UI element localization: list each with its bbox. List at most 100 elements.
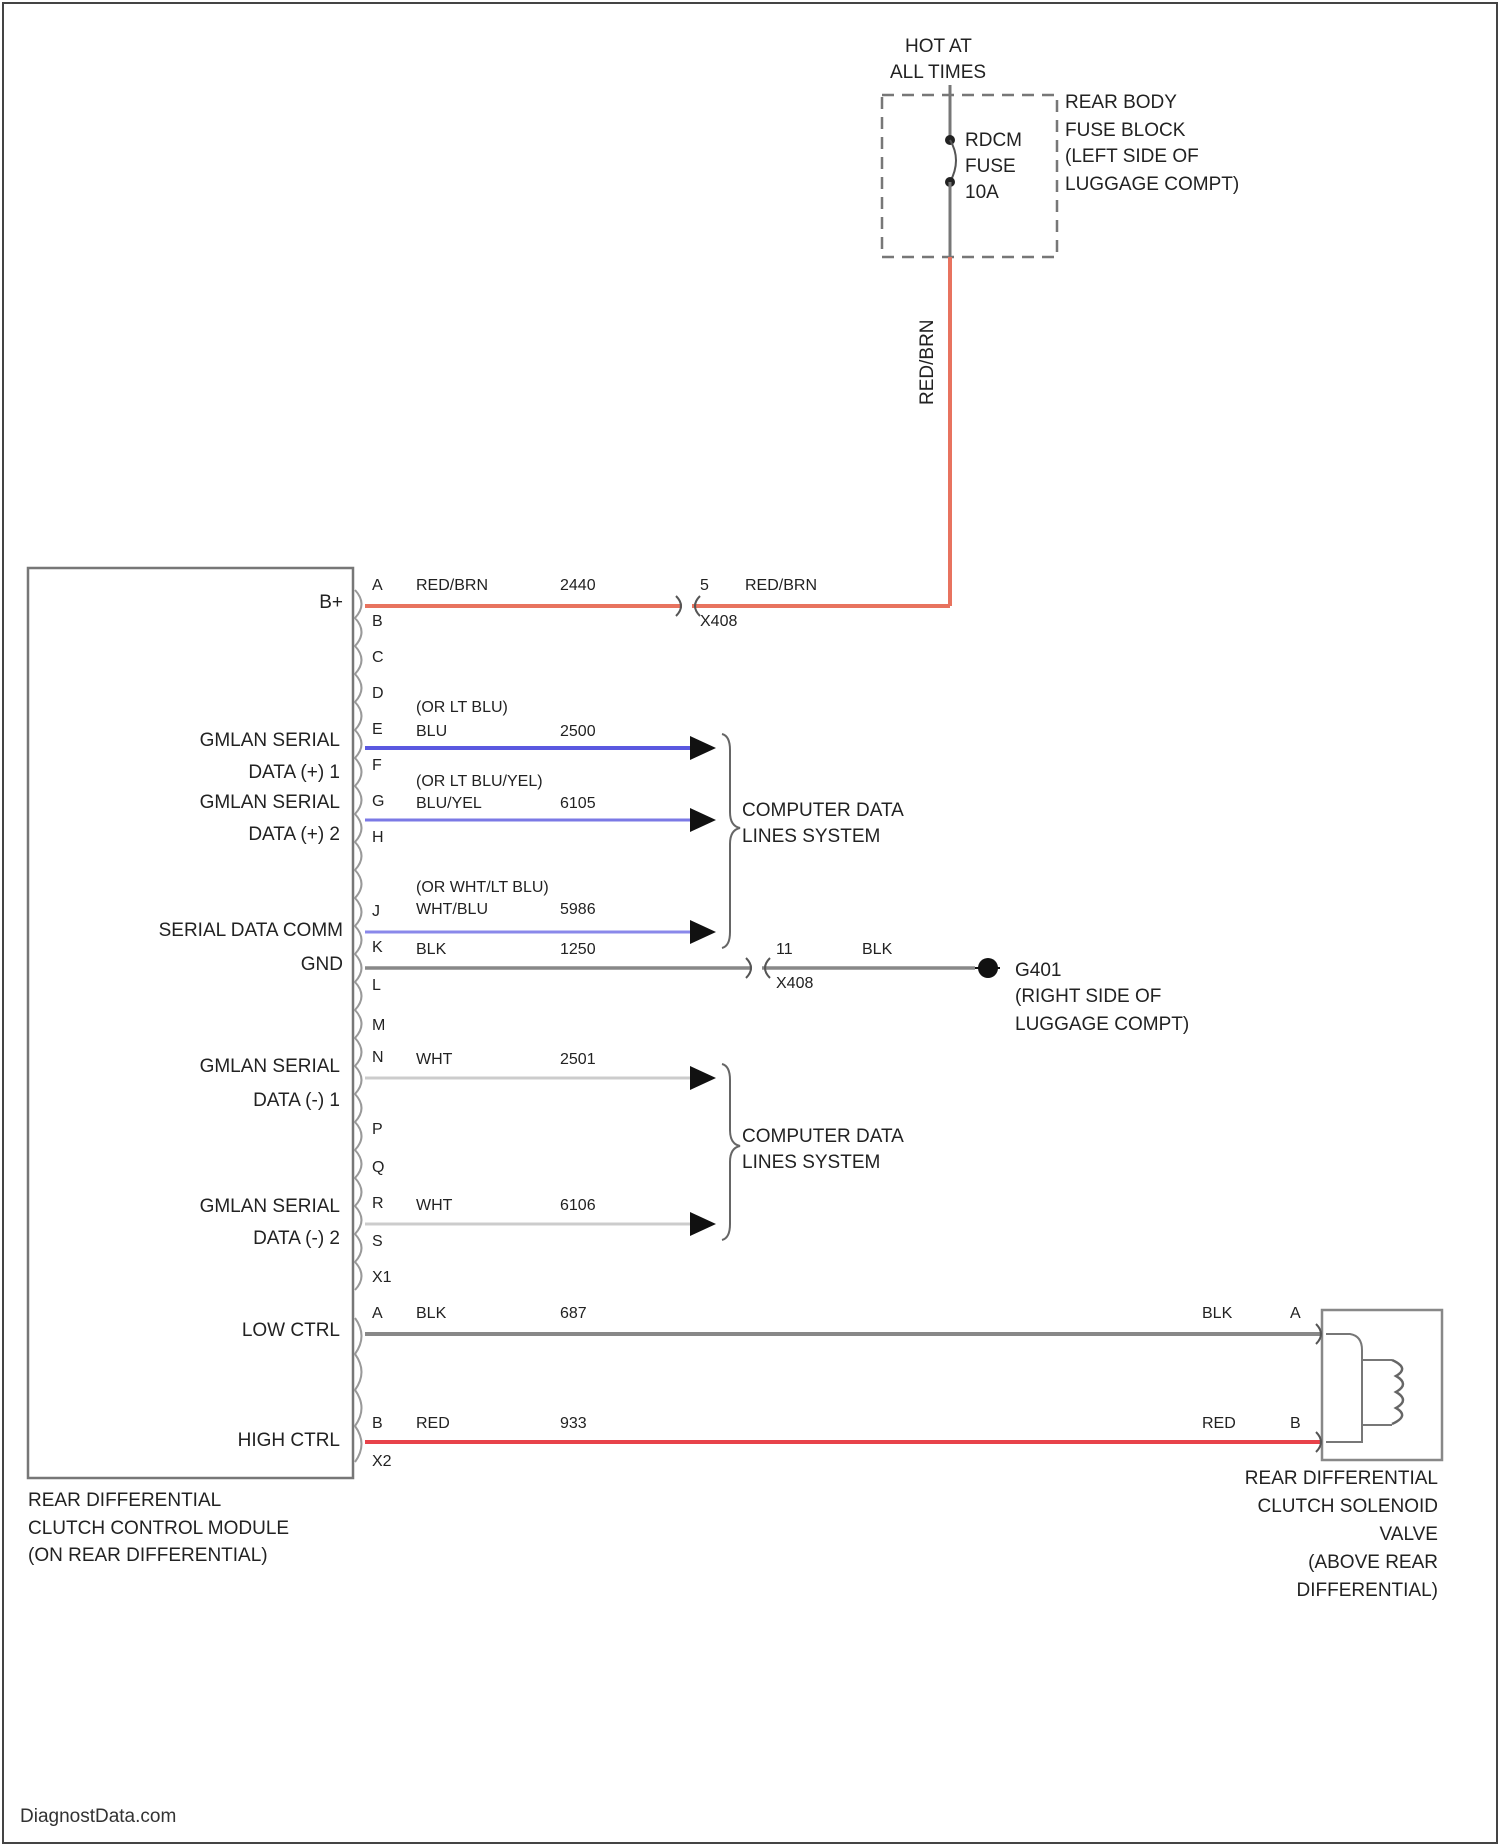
pin-letter: M — [372, 1017, 385, 1034]
low-ctrl-far-color: BLK — [1202, 1305, 1233, 1322]
pin-letter: J — [372, 903, 380, 920]
fuse-block-line3: (LEFT SIDE OF — [1065, 146, 1199, 167]
bplus-conn-name: X408 — [700, 613, 737, 630]
pin-letter: R — [372, 1195, 384, 1212]
data-hi1-color: BLU — [416, 723, 447, 740]
gnd-conn-color: BLK — [862, 941, 893, 958]
pin-letter: P — [372, 1121, 383, 1138]
fuse-name-line3: 10A — [965, 182, 999, 203]
data-group1-line1: COMPUTER DATA — [742, 800, 904, 821]
label-gmlan-hi2-a: GMLAN SERIAL — [200, 792, 340, 813]
pin-letter: L — [372, 977, 381, 994]
serial-color: WHT/BLU — [416, 901, 488, 918]
pin-letter: A — [372, 577, 383, 594]
data-hi2-arrow — [690, 808, 716, 832]
data-hi2-alt: (OR LT BLU/YEL) — [416, 773, 543, 790]
connector-x2-comb — [355, 1318, 362, 1462]
gnd-conn-name: X408 — [776, 975, 813, 992]
data-lo2-arrow — [690, 1212, 716, 1236]
fuse-block-line4: LUGGAGE COMPT) — [1065, 174, 1239, 195]
label-gmlan-hi1-a: GMLAN SERIAL — [200, 730, 340, 751]
low-ctrl-circuit: 687 — [560, 1305, 587, 1322]
high-ctrl-circuit: 933 — [560, 1415, 587, 1432]
data-group2-brace — [722, 1064, 740, 1240]
pin-letter: S — [372, 1233, 383, 1250]
solenoid-line1: REAR DIFFERENTIAL — [1245, 1468, 1438, 1489]
pin-letter: C — [372, 649, 384, 666]
module-name-line1: REAR DIFFERENTIAL — [28, 1490, 221, 1511]
module-name-line3: (ON REAR DIFFERENTIAL) — [28, 1545, 268, 1566]
module-name-line2: CLUTCH CONTROL MODULE — [28, 1518, 289, 1539]
solenoid-line4: (ABOVE REAR — [1308, 1552, 1438, 1573]
fuse-block-line1: REAR BODY — [1065, 92, 1177, 113]
gnd-conn-pin: 11 — [776, 941, 793, 958]
low-ctrl-far-pin: A — [1290, 1305, 1301, 1322]
data-group2-line2: LINES SYSTEM — [742, 1152, 880, 1173]
bplus-wire-color: RED/BRN — [416, 577, 488, 594]
solenoid-connector — [1316, 1324, 1321, 1452]
high-ctrl-pin: B — [372, 1415, 383, 1432]
solenoid-coil — [1392, 1360, 1403, 1424]
data-hi1-arrow — [690, 736, 716, 760]
data-lo2-color: WHT — [416, 1197, 453, 1214]
high-ctrl-far-pin: B — [1290, 1415, 1301, 1432]
pin-letter: E — [372, 721, 383, 738]
data-hi1-circuit: 2500 — [560, 723, 596, 740]
fuse-element — [950, 140, 956, 182]
bplus-wire-circuit: 2440 — [560, 577, 596, 594]
serial-alt: (OR WHT/LT BLU) — [416, 879, 549, 896]
data-group2-line1: COMPUTER DATA — [742, 1126, 904, 1147]
data-lo1-circuit: 2501 — [560, 1051, 596, 1068]
bplus-conn-color: RED/BRN — [745, 577, 817, 594]
label-high-ctrl: HIGH CTRL — [238, 1430, 340, 1451]
gnd-wire-circuit: 1250 — [560, 941, 596, 958]
feed-wire-color: RED/BRN — [917, 319, 938, 405]
label-gmlan-lo1-a: GMLAN SERIAL — [200, 1056, 340, 1077]
fuse-hot-line1: HOT AT — [905, 36, 972, 57]
solenoid-outline — [1322, 1310, 1442, 1460]
fuse-name-line2: FUSE — [965, 156, 1016, 177]
pin-letter: B — [372, 613, 383, 630]
low-ctrl-color: BLK — [416, 1305, 447, 1322]
pin-letter: Q — [372, 1159, 384, 1176]
high-ctrl-far-color: RED — [1202, 1415, 1236, 1432]
data-group1-line2: LINES SYSTEM — [742, 826, 880, 847]
fuse-name-line1: RDCM — [965, 130, 1022, 151]
ground-loc1: (RIGHT SIDE OF — [1015, 986, 1161, 1007]
connector-x2-label: X2 — [372, 1453, 392, 1470]
pin-letter: K — [372, 939, 383, 956]
label-serial-comm: SERIAL DATA COMM — [159, 920, 343, 941]
solenoid-lead-bottom — [1326, 1360, 1392, 1442]
connector-x1-comb — [355, 590, 362, 1290]
pin-letter: F — [372, 757, 382, 774]
fuse-hot-line2: ALL TIMES — [890, 62, 986, 83]
pin-letter: D — [372, 685, 384, 702]
pin-letter: G — [372, 793, 384, 810]
serial-circuit: 5986 — [560, 901, 596, 918]
data-lo1-arrow — [690, 1066, 716, 1090]
label-low-ctrl: LOW CTRL — [242, 1320, 340, 1341]
solenoid-lead-top — [1326, 1334, 1362, 1360]
pin-letter: H — [372, 829, 384, 846]
bplus-conn-pin: 5 — [700, 577, 709, 594]
ground-name: G401 — [1015, 960, 1061, 981]
data-lo1-color: WHT — [416, 1051, 453, 1068]
fuse-block-line2: FUSE BLOCK — [1065, 120, 1186, 141]
label-bplus: B+ — [319, 592, 343, 613]
solenoid-line2: CLUTCH SOLENOID — [1257, 1496, 1438, 1517]
label-gmlan-lo1-b: DATA (-) 1 — [253, 1090, 340, 1111]
solenoid-line3: VALVE — [1380, 1524, 1438, 1545]
data-group1-brace — [722, 734, 740, 948]
label-gmlan-hi2-b: DATA (+) 2 — [248, 824, 340, 845]
label-gmlan-lo2-a: GMLAN SERIAL — [200, 1196, 340, 1217]
low-ctrl-pin: A — [372, 1305, 383, 1322]
serial-arrow — [690, 920, 716, 944]
label-gnd: GND — [301, 954, 343, 975]
label-gmlan-hi1-b: DATA (+) 1 — [248, 762, 340, 783]
solenoid-line5: DIFFERENTIAL) — [1297, 1580, 1438, 1601]
x1-pin-letters: A B C D E F G H J K L M N P Q R S — [372, 577, 385, 1250]
label-gmlan-lo2-b: DATA (-) 2 — [253, 1228, 340, 1249]
data-hi1-alt: (OR LT BLU) — [416, 699, 508, 716]
ground-loc2: LUGGAGE COMPT) — [1015, 1014, 1189, 1035]
